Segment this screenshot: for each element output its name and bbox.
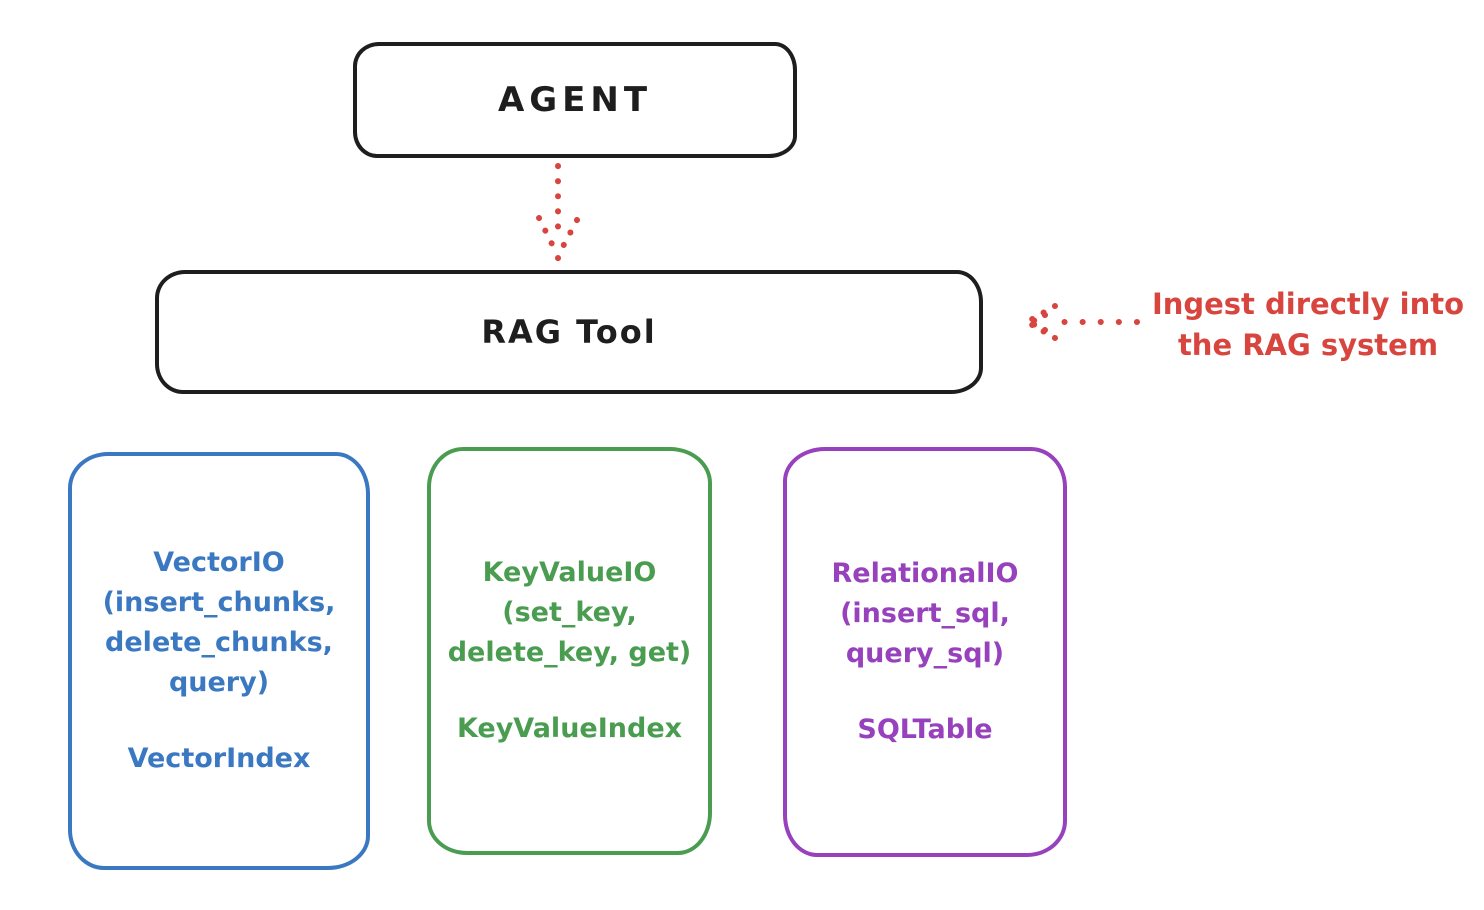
- agent-to-ragtool-arrow: [536, 163, 580, 262]
- relational-io-box: RelationalIO (insert_sql, query_sql) SQL…: [783, 447, 1067, 857]
- vector-io-box: VectorIO (insert_chunks, delete_chunks, …: [68, 452, 370, 870]
- rag-tool-box: RAG Tool: [155, 270, 983, 394]
- agent-label: AGENT: [497, 80, 653, 120]
- annotation-arrow: [1024, 303, 1140, 341]
- annotation-text: Ingest directly into the RAG system: [1151, 287, 1465, 362]
- keyvalue-io-index-label: KeyValueIndex: [456, 713, 683, 744]
- relational-io-index-label: SQLTable: [857, 714, 993, 745]
- rag-tool-label: RAG Tool: [481, 313, 657, 351]
- keyvalue-io-box: KeyValueIO (set_key, delete_key, get) Ke…: [427, 447, 712, 855]
- agent-box: AGENT: [353, 42, 797, 158]
- keyvalue-io-title: KeyValueIO (set_key, delete_key, get): [447, 557, 692, 668]
- relational-io-title: RelationalIO (insert_sql, query_sql): [831, 558, 1019, 669]
- vector-io-index-label: VectorIndex: [127, 743, 311, 774]
- vector-io-title: VectorIO (insert_chunks, delete_chunks, …: [102, 547, 336, 698]
